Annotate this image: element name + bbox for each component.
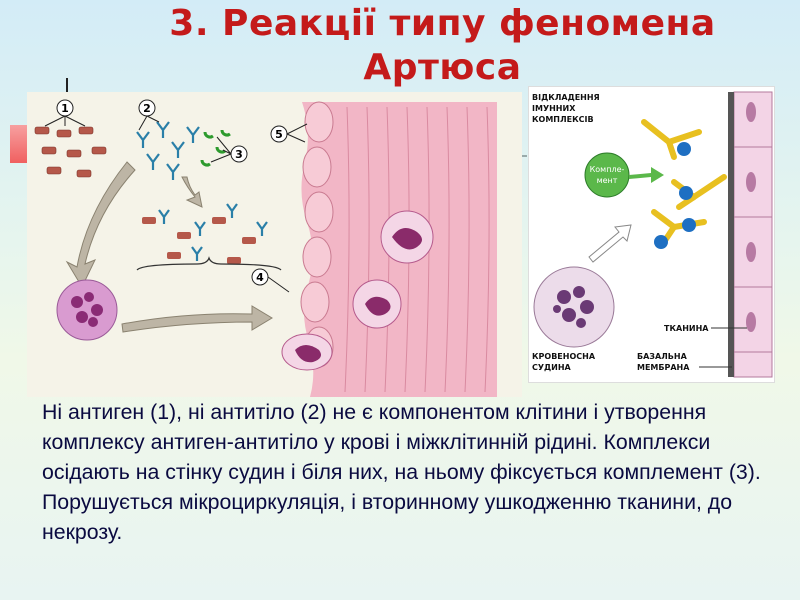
marker-1: 1 [44, 99, 86, 127]
complement-arrow [629, 167, 664, 183]
complement-circle [584, 152, 630, 198]
marker-5-label: 5 [275, 128, 283, 141]
decorative-tick [66, 78, 68, 92]
tissue-dividers [734, 146, 772, 353]
white-arrow [588, 224, 632, 263]
antibody-cluster [136, 121, 200, 180]
neutrophil-nucleus [71, 292, 103, 327]
label-deposit-3: КОМПЛЕКСІВ [532, 115, 594, 124]
body-paragraph: Ні антиген (1), ні антитіло (2) не є ком… [42, 400, 761, 544]
label-vessel-2: СУДИНА [532, 363, 572, 372]
complement-diagram: Компле- мент ВІДКЛАДЕННЯ ІМУННИХ КОМПЛЕК… [528, 86, 775, 383]
immune-complexes [641, 119, 727, 249]
label-deposit-1: ВІДКЛАДЕННЯ [532, 93, 600, 102]
marker-2: 2 [138, 99, 160, 131]
flow-arrows [65, 161, 273, 333]
complement-label-1: Компле- [590, 165, 625, 174]
marker-3: 3 [210, 136, 248, 163]
complement-label-2: мент [597, 176, 618, 185]
marker-2-label: 2 [143, 102, 151, 115]
basement-membrane [728, 92, 734, 377]
decorative-strip [10, 125, 28, 163]
neutrophil-cell [56, 279, 118, 341]
label-deposit-2: ІМУННИХ [532, 104, 576, 113]
arthus-illustration-svg: 1 2 3 4 5 [34, 99, 497, 397]
marker-1-label: 1 [61, 102, 69, 115]
arthus-illustration: 1 2 3 4 5 [27, 92, 522, 397]
tissue-column [733, 91, 773, 378]
immune-complex-chain [142, 203, 268, 264]
antigen-cluster [34, 126, 107, 178]
marker-3-label: 3 [235, 148, 243, 161]
slide-title: 3. Реакції типу феномена Артюса [0, 2, 800, 90]
bracket [136, 256, 282, 271]
inflammatory-cell-nucleus [553, 286, 594, 328]
inflammatory-cell [533, 266, 615, 348]
label-tissue: ТКАНИНА [664, 324, 709, 333]
tissue-neutrophils [281, 210, 434, 371]
marker-4-label: 4 [256, 271, 264, 284]
label-membrane-2: МЕМБРАНА [637, 363, 690, 372]
title-line-1: 3. Реакції типу феномена [169, 3, 716, 44]
title-line-2: Артюса [363, 47, 522, 88]
complement-cluster [200, 129, 231, 167]
label-membrane-1: БАЗАЛЬНА [637, 352, 688, 361]
label-vessel-1: КРОВЕНОСНА [532, 352, 596, 361]
tissue-nuclei [746, 102, 756, 332]
numbered-markers: 1 2 3 4 5 [44, 99, 308, 293]
marker-4: 4 [251, 268, 290, 293]
complement-diagram-svg: Компле- мент ВІДКЛАДЕННЯ ІМУННИХ КОМПЛЕК… [532, 91, 773, 378]
marker-5: 5 [270, 123, 308, 143]
